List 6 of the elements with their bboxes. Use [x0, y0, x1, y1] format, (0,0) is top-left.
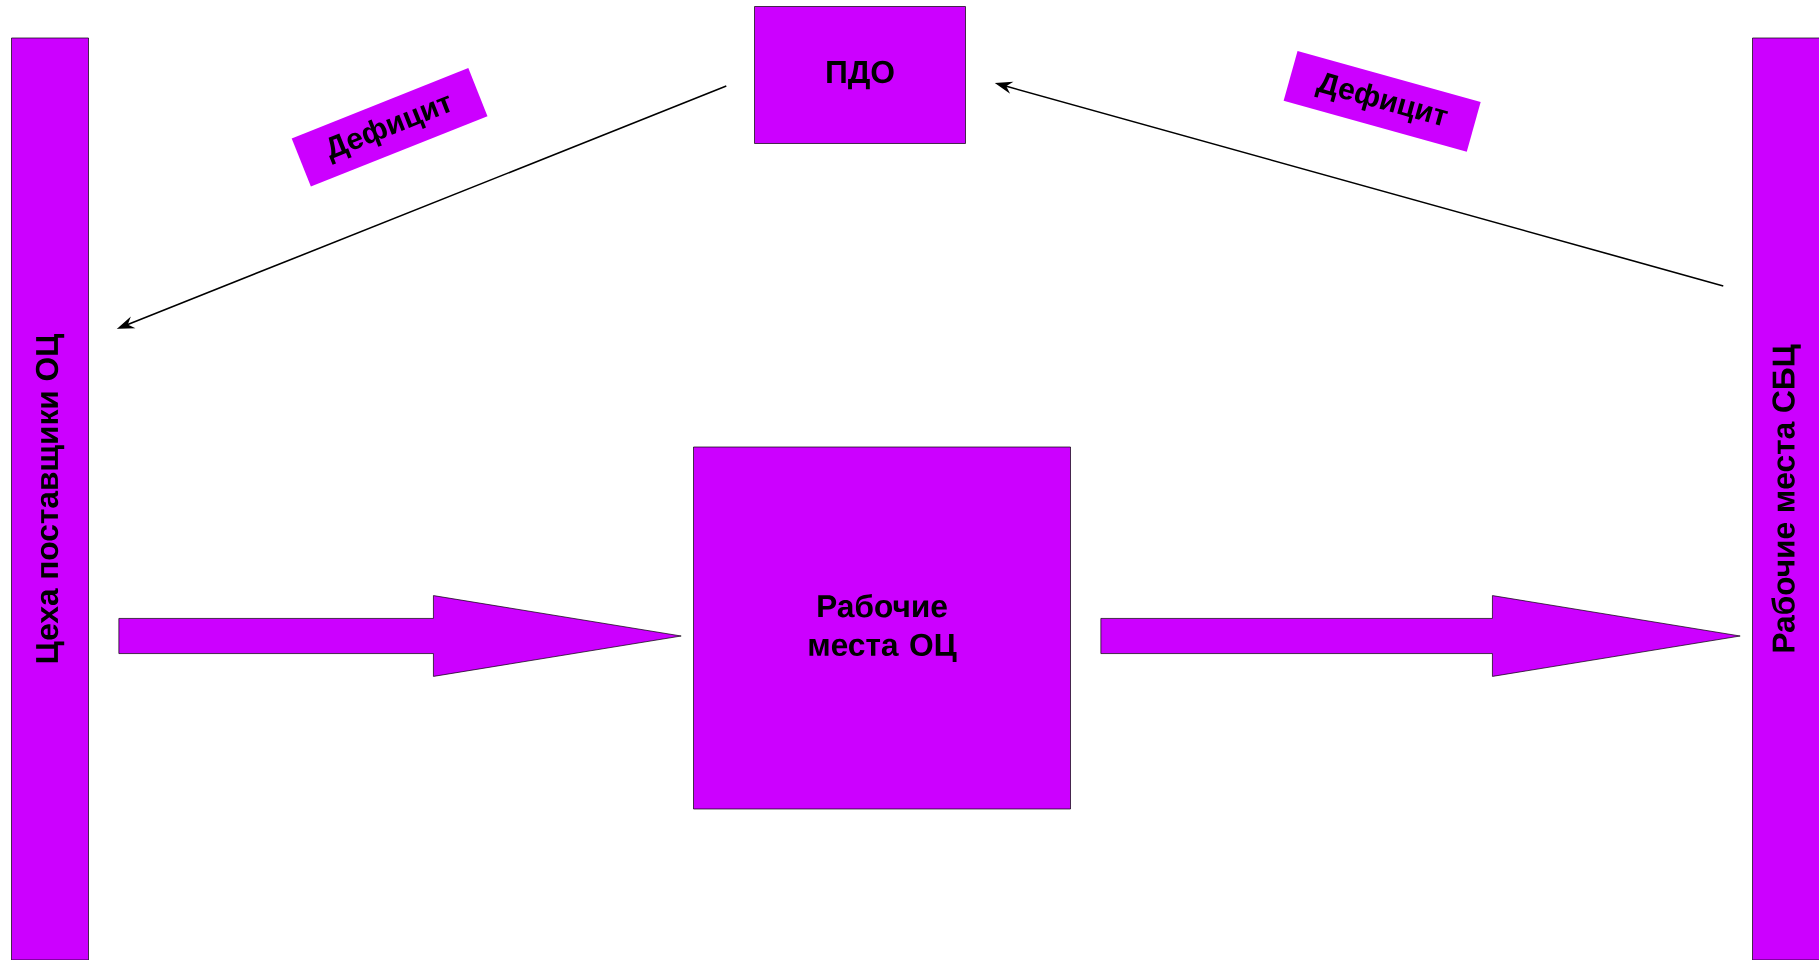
side-bar: Рабочие места СБЦ	[1752, 37, 1819, 960]
block-arrow	[118, 595, 682, 677]
side-bar: Цеха поставщики ОЦ	[11, 37, 89, 960]
process-box: ПДО	[754, 6, 966, 144]
process-box: Рабочие места ОЦ	[693, 446, 1071, 810]
block-arrow	[1100, 595, 1741, 677]
